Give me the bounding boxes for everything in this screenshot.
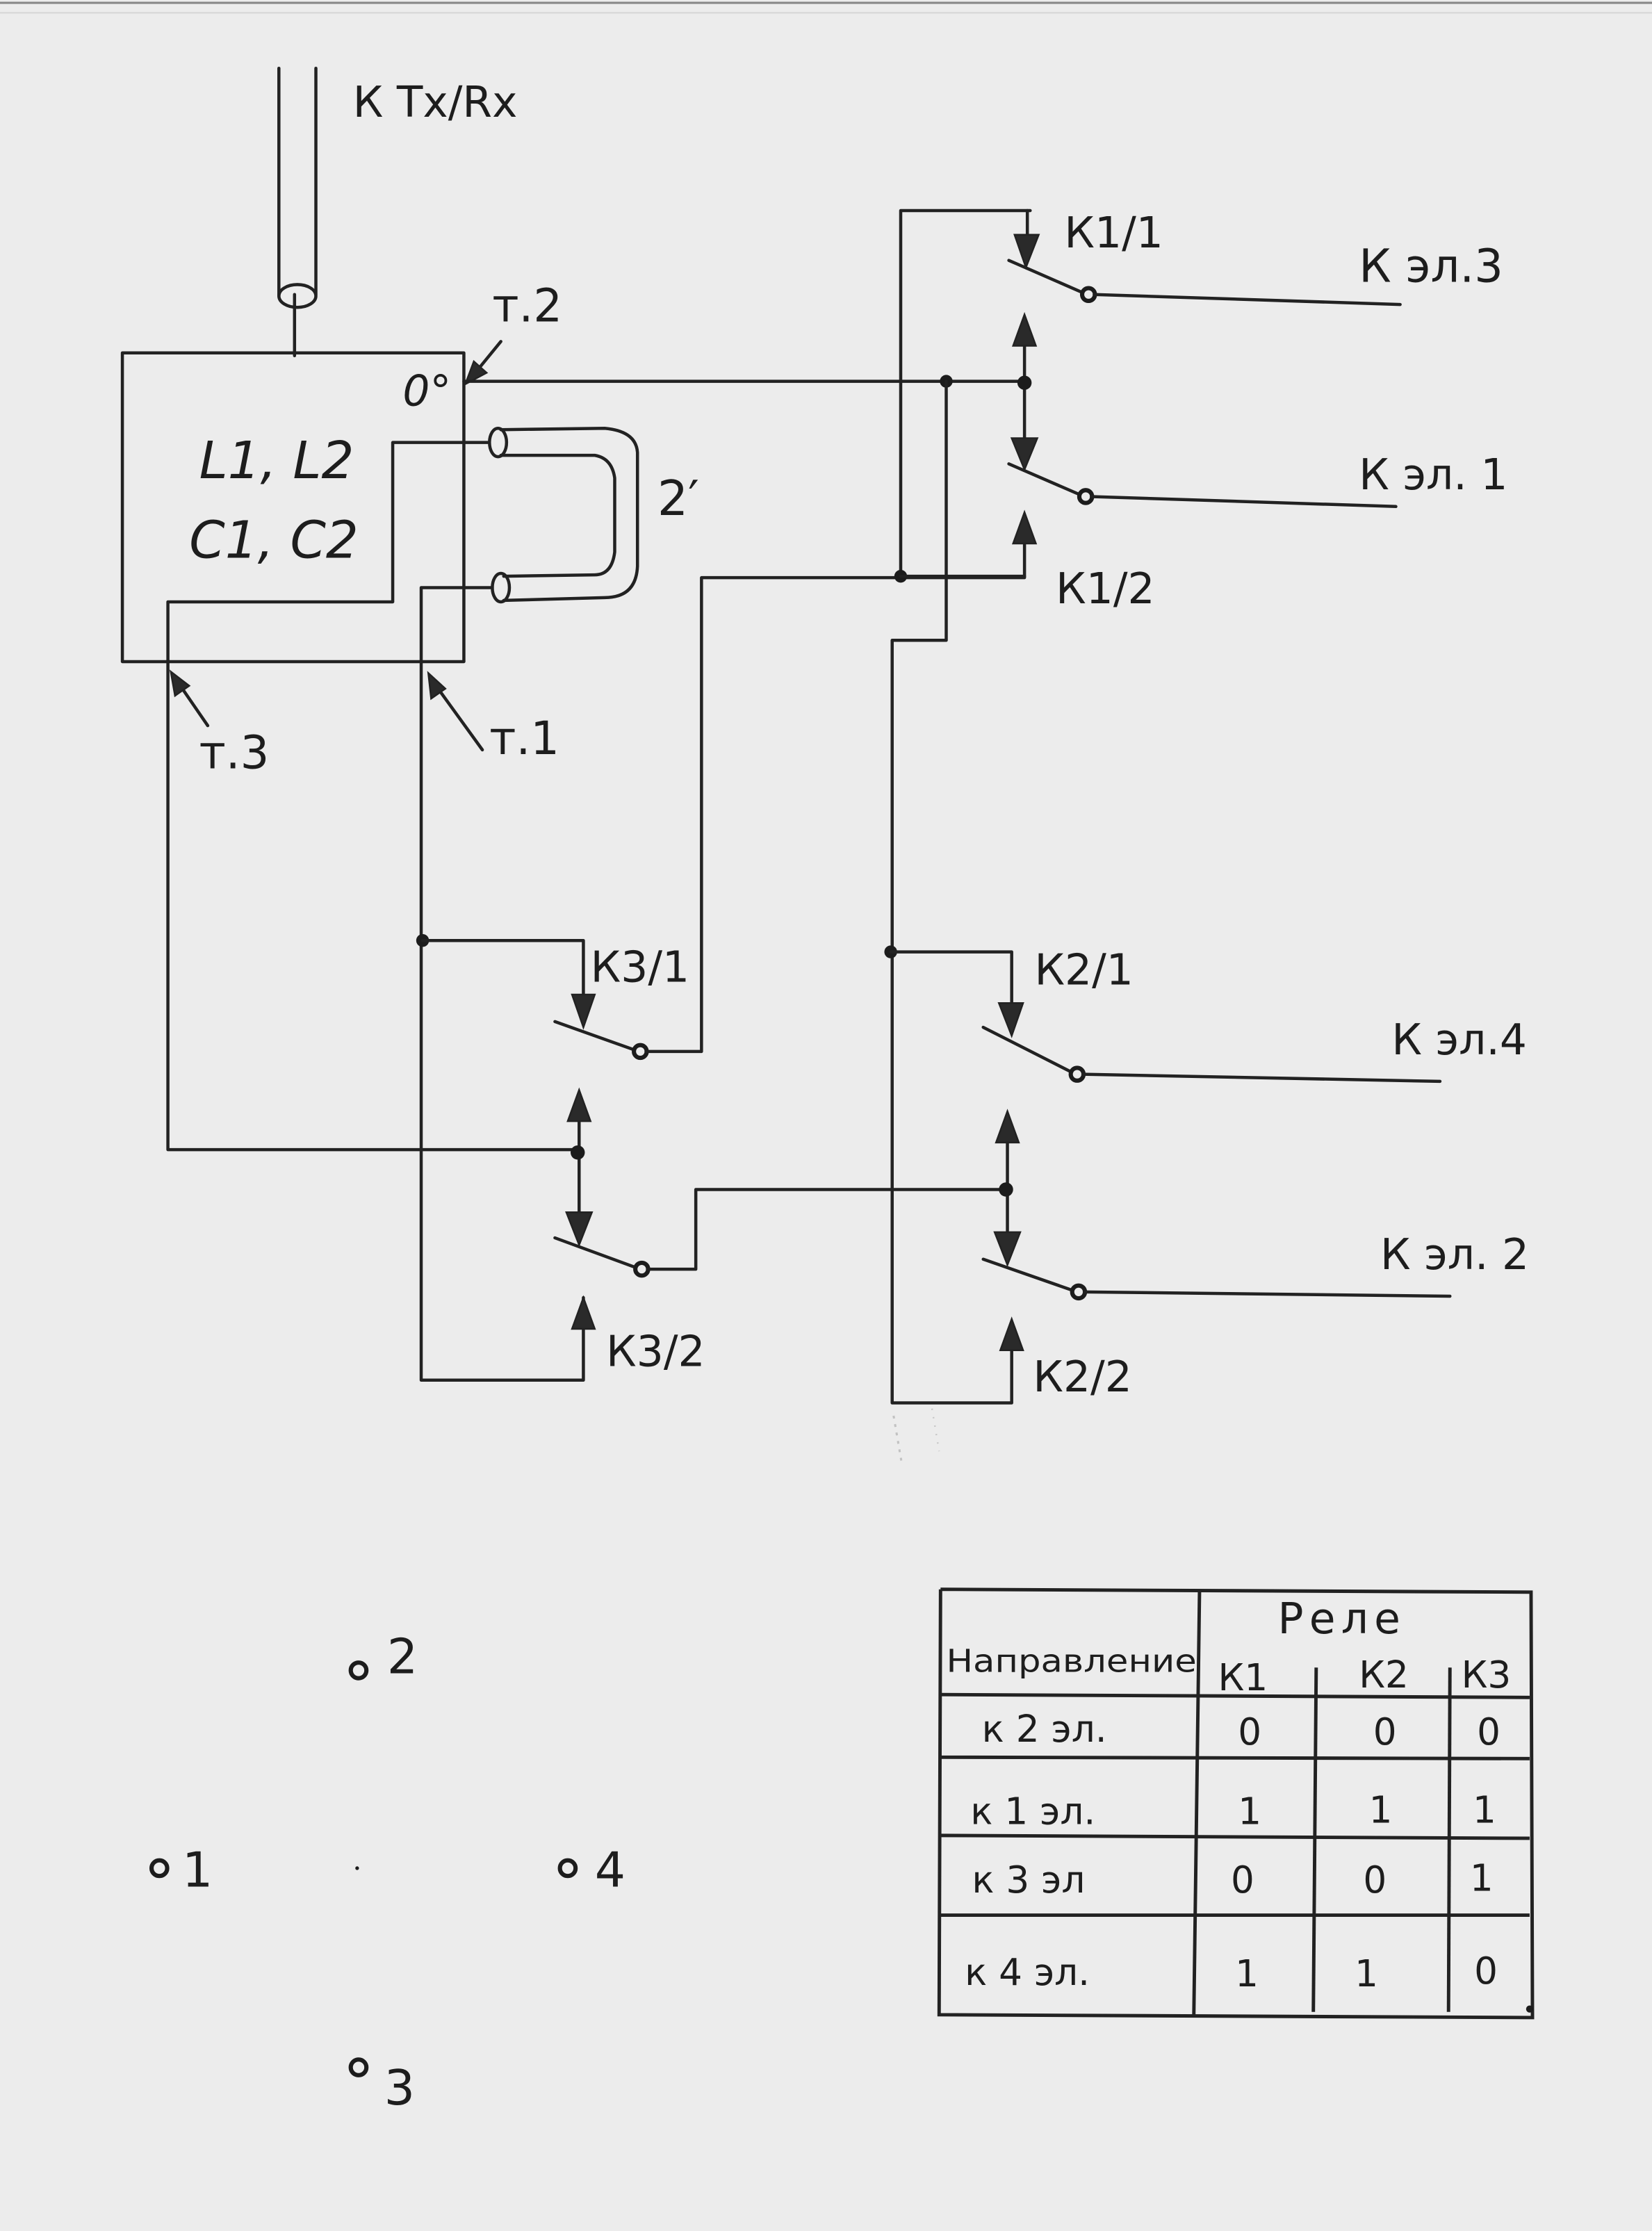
relay-k2-2	[981, 1257, 1452, 1352]
arrow-down-icon	[571, 993, 596, 1030]
components-label-l: L1, L2	[199, 432, 354, 491]
table-header-direction: Направление	[947, 1642, 1197, 1679]
element-2-label: 2	[387, 1629, 418, 1685]
arrow-down-icon	[565, 1211, 594, 1248]
relay-k1-1	[1007, 209, 1402, 307]
table-row-direction: к 2 эл.	[982, 1708, 1107, 1751]
t1-arrowhead-icon	[427, 671, 447, 701]
wire-loop-bottom-to-t1	[419, 586, 585, 1382]
relay-k3-2	[553, 1188, 1006, 1330]
point-t3-label: т.3	[199, 726, 270, 779]
arrow-up-icon	[571, 1295, 596, 1330]
table-cell: 1	[1355, 1952, 1378, 1995]
coax-feed	[277, 67, 318, 358]
table-col-k3: К3	[1462, 1653, 1512, 1697]
arrow-up-icon	[566, 1087, 592, 1122]
table-cell: 0	[1373, 1710, 1397, 1754]
point-t1-label: т.1	[489, 712, 559, 765]
loop-label: 2′	[657, 471, 699, 527]
relay-k1-pivot	[1010, 311, 1039, 472]
arrow-up-icon	[1011, 509, 1038, 545]
t3-arrowhead-icon	[169, 669, 191, 698]
t2-arrowhead-icon	[464, 359, 489, 386]
arrow-down-icon	[997, 1002, 1024, 1038]
table-cell: 0	[1474, 1950, 1498, 1993]
wire-k1-bus-lower	[890, 379, 1013, 1405]
relay-k3-2-label: К3/2	[606, 1327, 705, 1376]
arrow-down-icon	[993, 1231, 1022, 1268]
pivot-dot	[570, 1145, 585, 1160]
arrow-up-icon	[999, 1316, 1024, 1352]
relay-k1-2	[1007, 462, 1398, 545]
table-row-direction: к 1 эл.	[970, 1790, 1095, 1833]
element-3-marker-icon	[348, 2057, 369, 2077]
output-el2-label: К эл. 2	[1380, 1230, 1529, 1280]
output-el1-label: К эл. 1	[1359, 450, 1507, 500]
table-cell: 1	[1470, 1857, 1494, 1900]
arrow-up-icon	[1011, 311, 1038, 347]
matching-box	[120, 351, 466, 664]
relay-k1-1-label: К1/1	[1064, 209, 1163, 258]
table-cell: 1	[1238, 1790, 1261, 1833]
table-header-relay: Реле	[1278, 1594, 1407, 1644]
output-el3-label: К эл.3	[1359, 240, 1503, 293]
components-label-c: C1, C2	[189, 512, 359, 571]
relay-k3-1	[420, 528, 1027, 1061]
table-cell: 0	[1477, 1710, 1500, 1754]
relay-k2-pivot	[993, 1109, 1022, 1268]
relay-k1-2-label: К1/2	[1056, 564, 1154, 614]
element-2-marker-icon	[348, 1660, 369, 1681]
relay-k2-1	[889, 950, 1442, 1084]
pivot-dot	[999, 1182, 1013, 1197]
output-el4-label: К эл.4	[1391, 1015, 1527, 1065]
element-1-marker-icon	[149, 1858, 170, 1879]
wire-loop-top-to-t3	[166, 441, 578, 1152]
table-row-direction: к 3 эл	[972, 1858, 1085, 1902]
pivot-dot	[1017, 375, 1032, 390]
element-4-marker-icon	[557, 1858, 578, 1879]
wire-k1-bus-upper	[899, 209, 1032, 578]
arrow-down-icon	[1010, 437, 1039, 472]
feed-label: К Tx/Rx	[353, 78, 518, 127]
table-cell: 1	[1473, 1788, 1496, 1831]
table-cell: 0	[1231, 1858, 1254, 1902]
relay-k3-pivot	[565, 1087, 594, 1248]
table-col-k2: К2	[1359, 1653, 1409, 1697]
center-mark	[355, 1866, 359, 1870]
coax-loop-2prime	[488, 426, 639, 604]
point-t2-label: т.2	[492, 280, 562, 333]
table-cell: 1	[1235, 1952, 1259, 1995]
coax-end-icon	[277, 283, 318, 309]
arrow-up-icon	[995, 1109, 1020, 1144]
element-3-label: 3	[384, 2060, 415, 2116]
element-1-label: 1	[182, 1842, 213, 1899]
table-cell: 0	[1238, 1710, 1261, 1754]
element-4-label: 4	[595, 1842, 625, 1899]
table-col-k1: К1	[1218, 1656, 1268, 1699]
antenna-layout: 2 1 4 3	[149, 1629, 625, 2116]
zero-point-label: 0°	[402, 366, 451, 416]
table-cell: 1	[1369, 1788, 1393, 1831]
relay-k3-1-label: К3/1	[591, 943, 689, 992]
paper-smudge	[892, 1408, 940, 1466]
table-cell: 0	[1363, 1858, 1387, 1902]
table-row-direction: к 4 эл.	[965, 1951, 1090, 1994]
t1-arrow-shaft	[432, 681, 484, 752]
relay-k2-2-label: К2/2	[1033, 1353, 1131, 1402]
relay-k2-1-label: К2/1	[1034, 946, 1133, 995]
arrow-down-icon	[1013, 234, 1040, 270]
relay-truth-table: Направление Реле К1 К2 К3 к 2 эл. 0 0 0 …	[937, 1587, 1535, 2020]
